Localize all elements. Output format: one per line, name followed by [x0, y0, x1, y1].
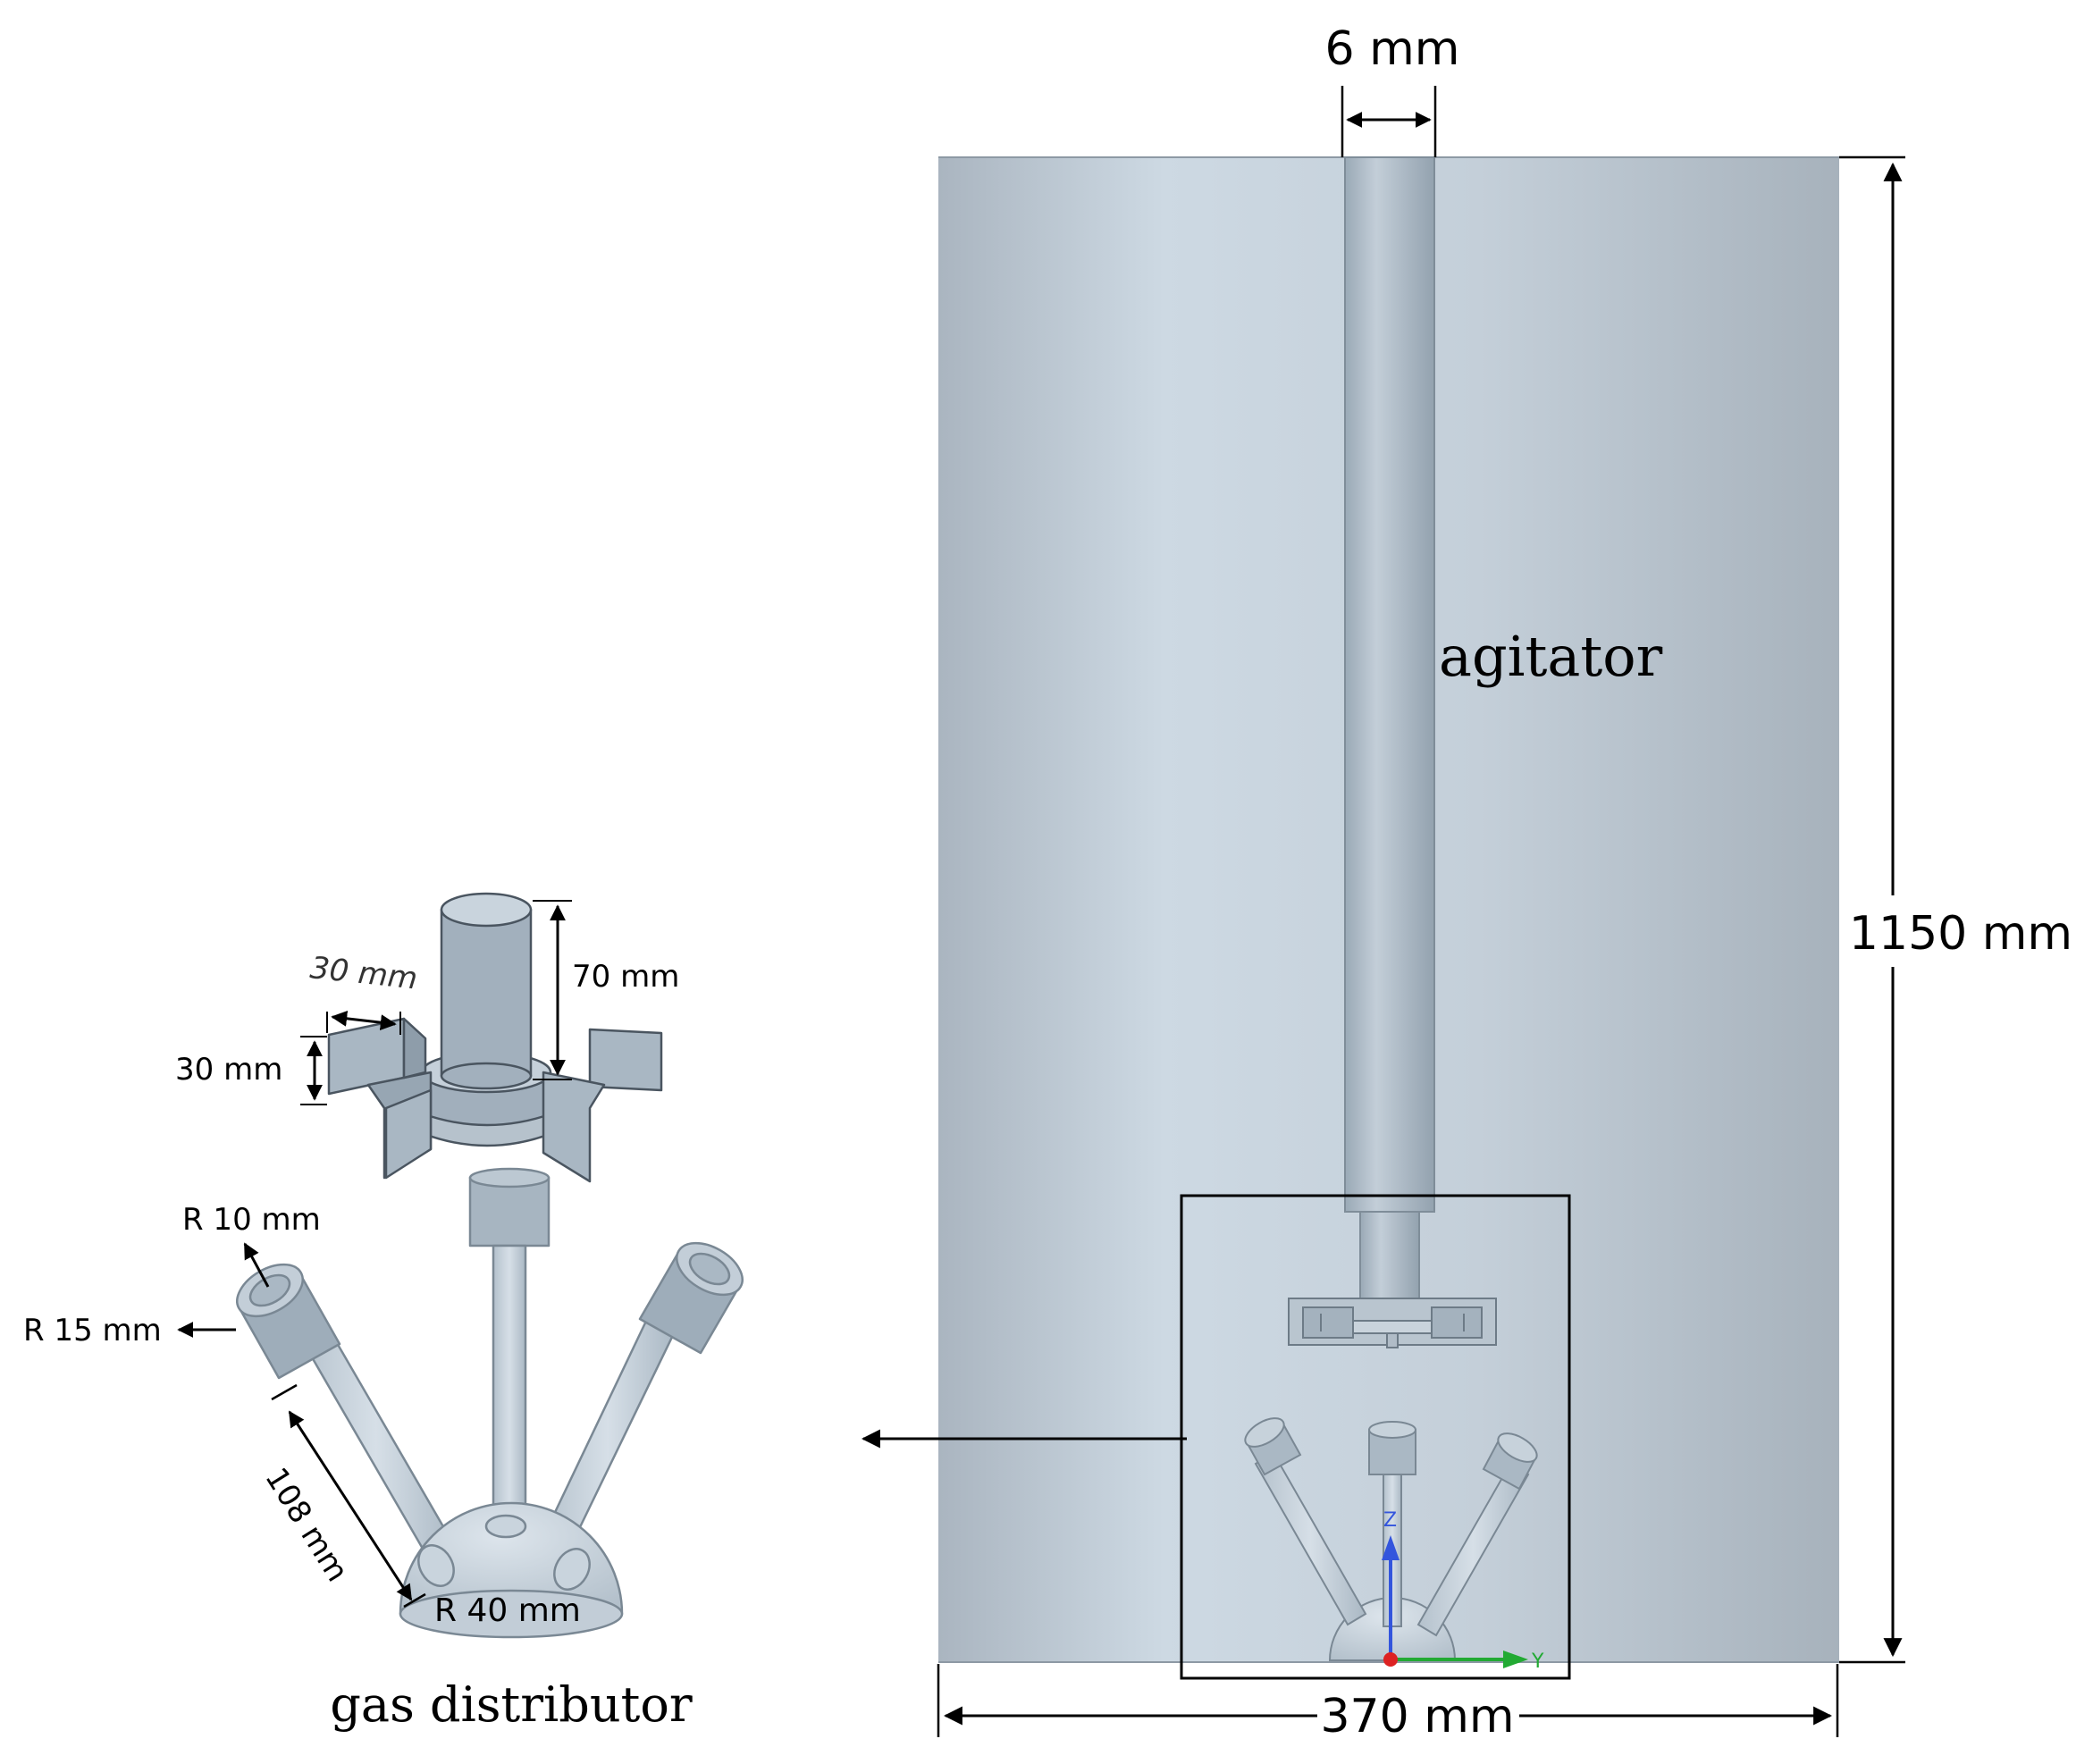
pipe-outer-radius-label: R 15 mm	[23, 1313, 162, 1348]
hub-height-dimension: 70 mm	[533, 900, 679, 1080]
gas-distributor-detail	[236, 1167, 744, 1639]
detail-box	[1180, 1194, 1571, 1680]
shaft-width-dimension: 6 mm	[1325, 22, 1460, 157]
pipe-outer-radius-dimension: R 15 mm	[23, 1313, 236, 1348]
agitator-shaft	[1344, 156, 1435, 1311]
tank-impeller	[1288, 1298, 1497, 1348]
axis-triad: Z Y	[1382, 1509, 1544, 1673]
impeller-detail	[327, 892, 663, 1183]
pipe-inner-radius-label: R 10 mm	[182, 1202, 321, 1238]
agitator-label: agitator	[1439, 624, 1663, 689]
axis-y-label: Y	[1531, 1651, 1544, 1673]
pipe-length-label: 108 mm	[257, 1462, 355, 1589]
pipe-inner-radius-dimension: R 10 mm	[182, 1202, 321, 1288]
blade-width-label: 30 mm	[308, 950, 419, 996]
blade-height-dimension: 30 mm	[175, 1036, 327, 1105]
connector-cylinder	[468, 1176, 551, 1247]
hub-height-label: 70 mm	[572, 959, 679, 995]
axis-z-label: Z	[1383, 1509, 1397, 1532]
origin-dot	[1383, 1652, 1398, 1667]
width-dimension: 370 mm	[937, 1664, 1839, 1743]
dome-radius-label: R 40 mm	[434, 1592, 581, 1629]
width-label: 370 mm	[1320, 1690, 1514, 1743]
height-dimension: 1150 mm	[1839, 155, 2089, 1664]
height-label: 1150 mm	[1849, 907, 2072, 961]
tank-gas-distributor	[1244, 1417, 1538, 1661]
gas-distributor-label: gas distributor	[330, 1676, 693, 1733]
shaft-width-label: 6 mm	[1325, 22, 1460, 76]
blade-height-label: 30 mm	[175, 1052, 282, 1088]
